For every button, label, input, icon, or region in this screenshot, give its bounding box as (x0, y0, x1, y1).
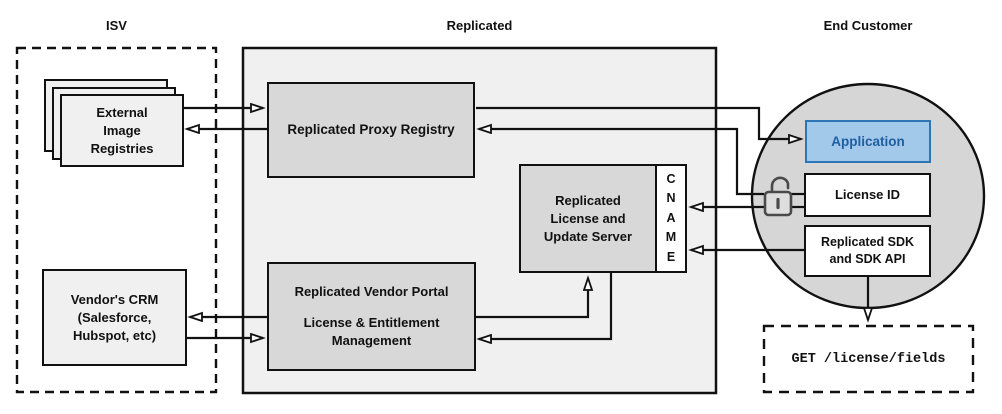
cname-letter-a: A (666, 210, 676, 225)
arrow-portal-to-license-server (476, 278, 588, 319)
sdk-line-1: Replicated SDK (820, 235, 915, 249)
crm-line-1: Vendor's CRM (70, 291, 159, 307)
cname-letter-n: N (666, 191, 676, 206)
arrow-license-server-to-portal (479, 273, 613, 339)
replicated-sdk-node: Replicated SDK and SDK API (804, 225, 931, 277)
get-request-dashed-box (762, 324, 975, 394)
replicated-proxy-registry-node: Replicated Proxy Registry (267, 82, 475, 178)
license-id-label: License ID (834, 187, 901, 202)
vendor-portal-line-1: License & Entitlement (303, 315, 440, 330)
vendor-portal-line-2: Management (331, 333, 412, 348)
external-image-registries-node: External Image Registries (60, 94, 184, 167)
open-padlock-icon (763, 176, 793, 217)
license-id-node: License ID (804, 173, 931, 217)
sdk-line-2: and SDK API (829, 252, 906, 266)
cname-letter-m: M (665, 230, 677, 245)
license-server-line-2: License and (550, 210, 626, 226)
application-label: Application (831, 133, 905, 149)
vendors-crm-node: Vendor's CRM (Salesforce, Hubspot, etc) (42, 269, 187, 366)
get-request-label: GET /license/fields (791, 351, 946, 367)
registries-line-3: Registries (90, 140, 154, 156)
end-customer-section-title: End Customer (823, 18, 913, 33)
connector-arrows (183, 108, 868, 339)
isv-section-title: ISV (106, 18, 127, 33)
crm-line-3: Hubspot, etc) (72, 327, 157, 343)
license-server-line-3: Update Server (543, 228, 633, 244)
arrow-proxy-to-application (476, 106, 801, 139)
replicated-section-title: Replicated (446, 18, 513, 33)
cname-letter-c: C (666, 171, 676, 186)
registries-line-2: Image (103, 122, 141, 138)
license-server-line-1: Replicated (555, 192, 621, 208)
cname-strip: C N A M E (655, 164, 687, 273)
license-update-server-node: Replicated License and Update Server (519, 164, 657, 273)
application-node: Application (805, 120, 931, 163)
vendor-portal-node: Replicated Vendor Portal License & Entit… (267, 262, 476, 371)
crm-line-2: (Salesforce, (77, 309, 152, 325)
arrow-license-id-to-proxy (479, 129, 764, 196)
vendor-portal-title: Replicated Vendor Portal (294, 284, 449, 299)
registries-line-1: External (96, 104, 148, 120)
proxy-registry-label: Replicated Proxy Registry (287, 122, 455, 137)
cname-letter-e: E (666, 249, 676, 264)
